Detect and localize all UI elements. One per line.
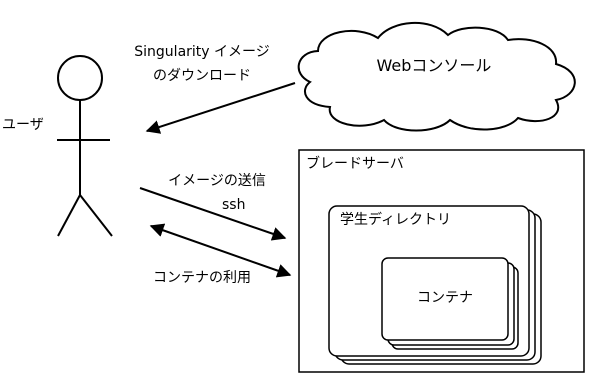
download-arrow — [145, 82, 296, 134]
user-left-leg — [57, 194, 81, 237]
container-label: コンテナ — [417, 290, 473, 306]
student-directory-label: 学生ディレクトリ — [340, 211, 451, 228]
web-console-cloud — [297, 22, 576, 132]
use-container-label: コンテナの利用 — [153, 270, 251, 286]
download-label-line1: Singularity イメージ — [134, 44, 269, 60]
user-stick-figure — [57, 55, 113, 237]
user-head — [57, 55, 103, 101]
web-console-label: Webコンソール — [377, 56, 492, 75]
container-stack — [381, 257, 519, 350]
ssh-label: ssh — [222, 197, 245, 213]
user-right-leg — [79, 194, 113, 237]
use-container-arrow — [149, 223, 292, 278]
user-label: ユーザ — [2, 117, 44, 133]
container-layer-1 — [381, 257, 509, 341]
send-image-label: イメージの送信 — [168, 173, 266, 189]
download-label-line2: のダウンロード — [153, 68, 251, 84]
blade-server-label: ブレードサーバ — [306, 155, 404, 172]
